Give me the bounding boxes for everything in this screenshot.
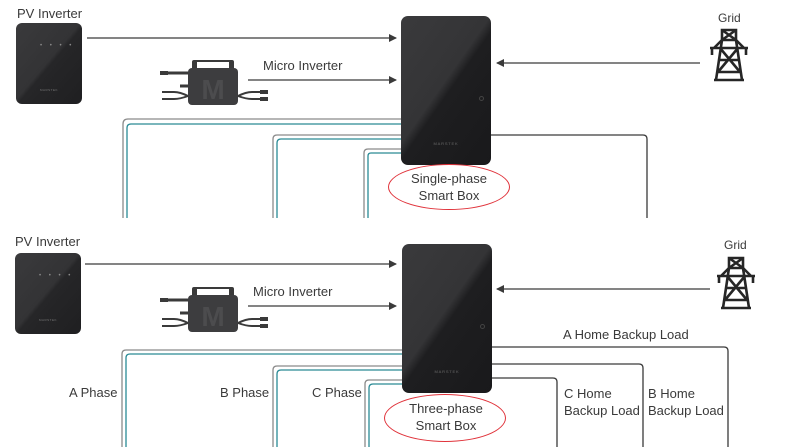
smart-box-brand: MARSTEK	[433, 141, 459, 146]
smart-box-label: Three-phase Smart Box	[384, 400, 508, 434]
status-led	[479, 96, 484, 101]
three-phase-smart-box-device: MARSTEK	[402, 244, 492, 393]
smart-box-label-line1: Three-phase	[409, 401, 483, 416]
phase-wire-a	[121, 349, 402, 447]
grid-label: Grid	[718, 11, 741, 25]
micro-inverter-logo: M	[201, 74, 224, 105]
pv-inverter-brand: MARSTEK	[39, 88, 58, 92]
a-home-backup-load-label: A Home Backup Load	[563, 327, 689, 342]
c-load-line2: Backup Load	[564, 403, 640, 418]
wiring-three-phase	[85, 260, 729, 447]
phase-wire-outer	[122, 118, 402, 218]
c-phase-label: C Phase	[312, 385, 362, 400]
pv-inverter-indicator-dots: • • • •	[39, 273, 74, 279]
smart-box-label-line2: Smart Box	[418, 188, 480, 203]
load-wire	[490, 134, 648, 218]
pv-inverter-device: • • • • MARSTEK	[15, 253, 81, 334]
b-home-backup-load-label: B Home Backup Load	[648, 385, 724, 419]
b-phase-label: B Phase	[220, 385, 270, 400]
load-wire-a	[490, 346, 729, 447]
pv-inverter-device: • • • • MARSTEK	[16, 23, 82, 104]
micro-inverter-label: Micro Inverter	[253, 284, 333, 299]
single-phase-diagram: PV Inverter • • • • MARSTEK M Micro Inve…	[0, 0, 800, 218]
phase-wire-middle	[272, 134, 402, 218]
wiring-single-phase	[87, 34, 700, 218]
micro-inverter-logo: M	[201, 301, 224, 332]
micro-inverter-icon: M	[160, 60, 268, 105]
load-wire-b	[490, 363, 644, 447]
micro-inverter-icon: M	[160, 287, 268, 332]
c-home-backup-load-label: C Home Backup Load	[564, 385, 640, 419]
smart-box-label-line1: Single-phase	[411, 171, 487, 186]
load-wire-c	[490, 377, 558, 447]
power-tower-icon	[710, 28, 748, 82]
pv-inverter-label: PV Inverter	[15, 234, 81, 249]
pv-inverter-indicator-dots: • • • •	[40, 43, 75, 49]
b-load-line2: Backup Load	[648, 403, 724, 418]
smart-box-label: Single-phase Smart Box	[388, 170, 510, 204]
phase-wire-b	[272, 365, 402, 447]
single-phase-smart-box-device: MARSTEK	[401, 16, 491, 165]
phase-wire-inner	[363, 148, 402, 218]
smart-box-brand: MARSTEK	[434, 369, 460, 374]
highlight-ellipse	[384, 394, 506, 442]
pv-inverter-label: PV Inverter	[17, 6, 83, 21]
micro-inverter-label: Micro Inverter	[263, 58, 343, 73]
highlight-ellipse	[388, 164, 510, 210]
phase-wire-c	[364, 379, 402, 447]
status-led	[480, 324, 485, 329]
b-load-line1: B Home	[648, 386, 695, 401]
pv-inverter-brand: MARSTEK	[38, 318, 57, 322]
grid-label: Grid	[724, 238, 747, 252]
three-phase-diagram: PV Inverter • • • • MARSTEK M Micro Inve…	[0, 224, 800, 447]
c-load-line1: C Home	[564, 386, 612, 401]
a-phase-label: A Phase	[69, 385, 118, 400]
smart-box-label-line2: Smart Box	[415, 418, 477, 433]
power-tower-icon	[717, 256, 755, 310]
